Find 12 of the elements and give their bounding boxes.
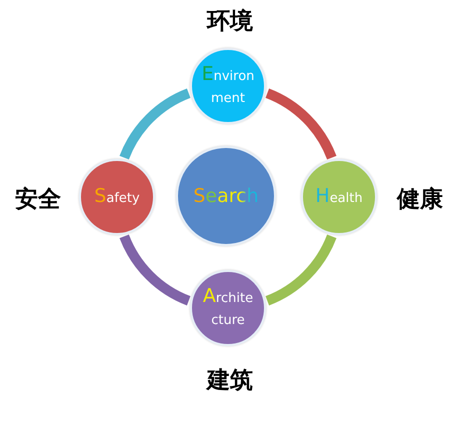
chinese-label: 环境 <box>207 8 253 36</box>
node-label: Health <box>314 184 364 208</box>
ring-arc <box>120 234 191 306</box>
node-label: Environment <box>201 62 255 108</box>
ring-arc <box>265 234 336 306</box>
chinese-label: 健康 <box>397 186 443 214</box>
chinese-label: 安全 <box>15 186 61 214</box>
ring-arc <box>265 88 336 160</box>
node-label: Safety <box>93 184 141 208</box>
node-label: Architecture <box>202 284 254 330</box>
chinese-label: 建筑 <box>207 366 253 396</box>
ring-arc <box>120 88 191 160</box>
